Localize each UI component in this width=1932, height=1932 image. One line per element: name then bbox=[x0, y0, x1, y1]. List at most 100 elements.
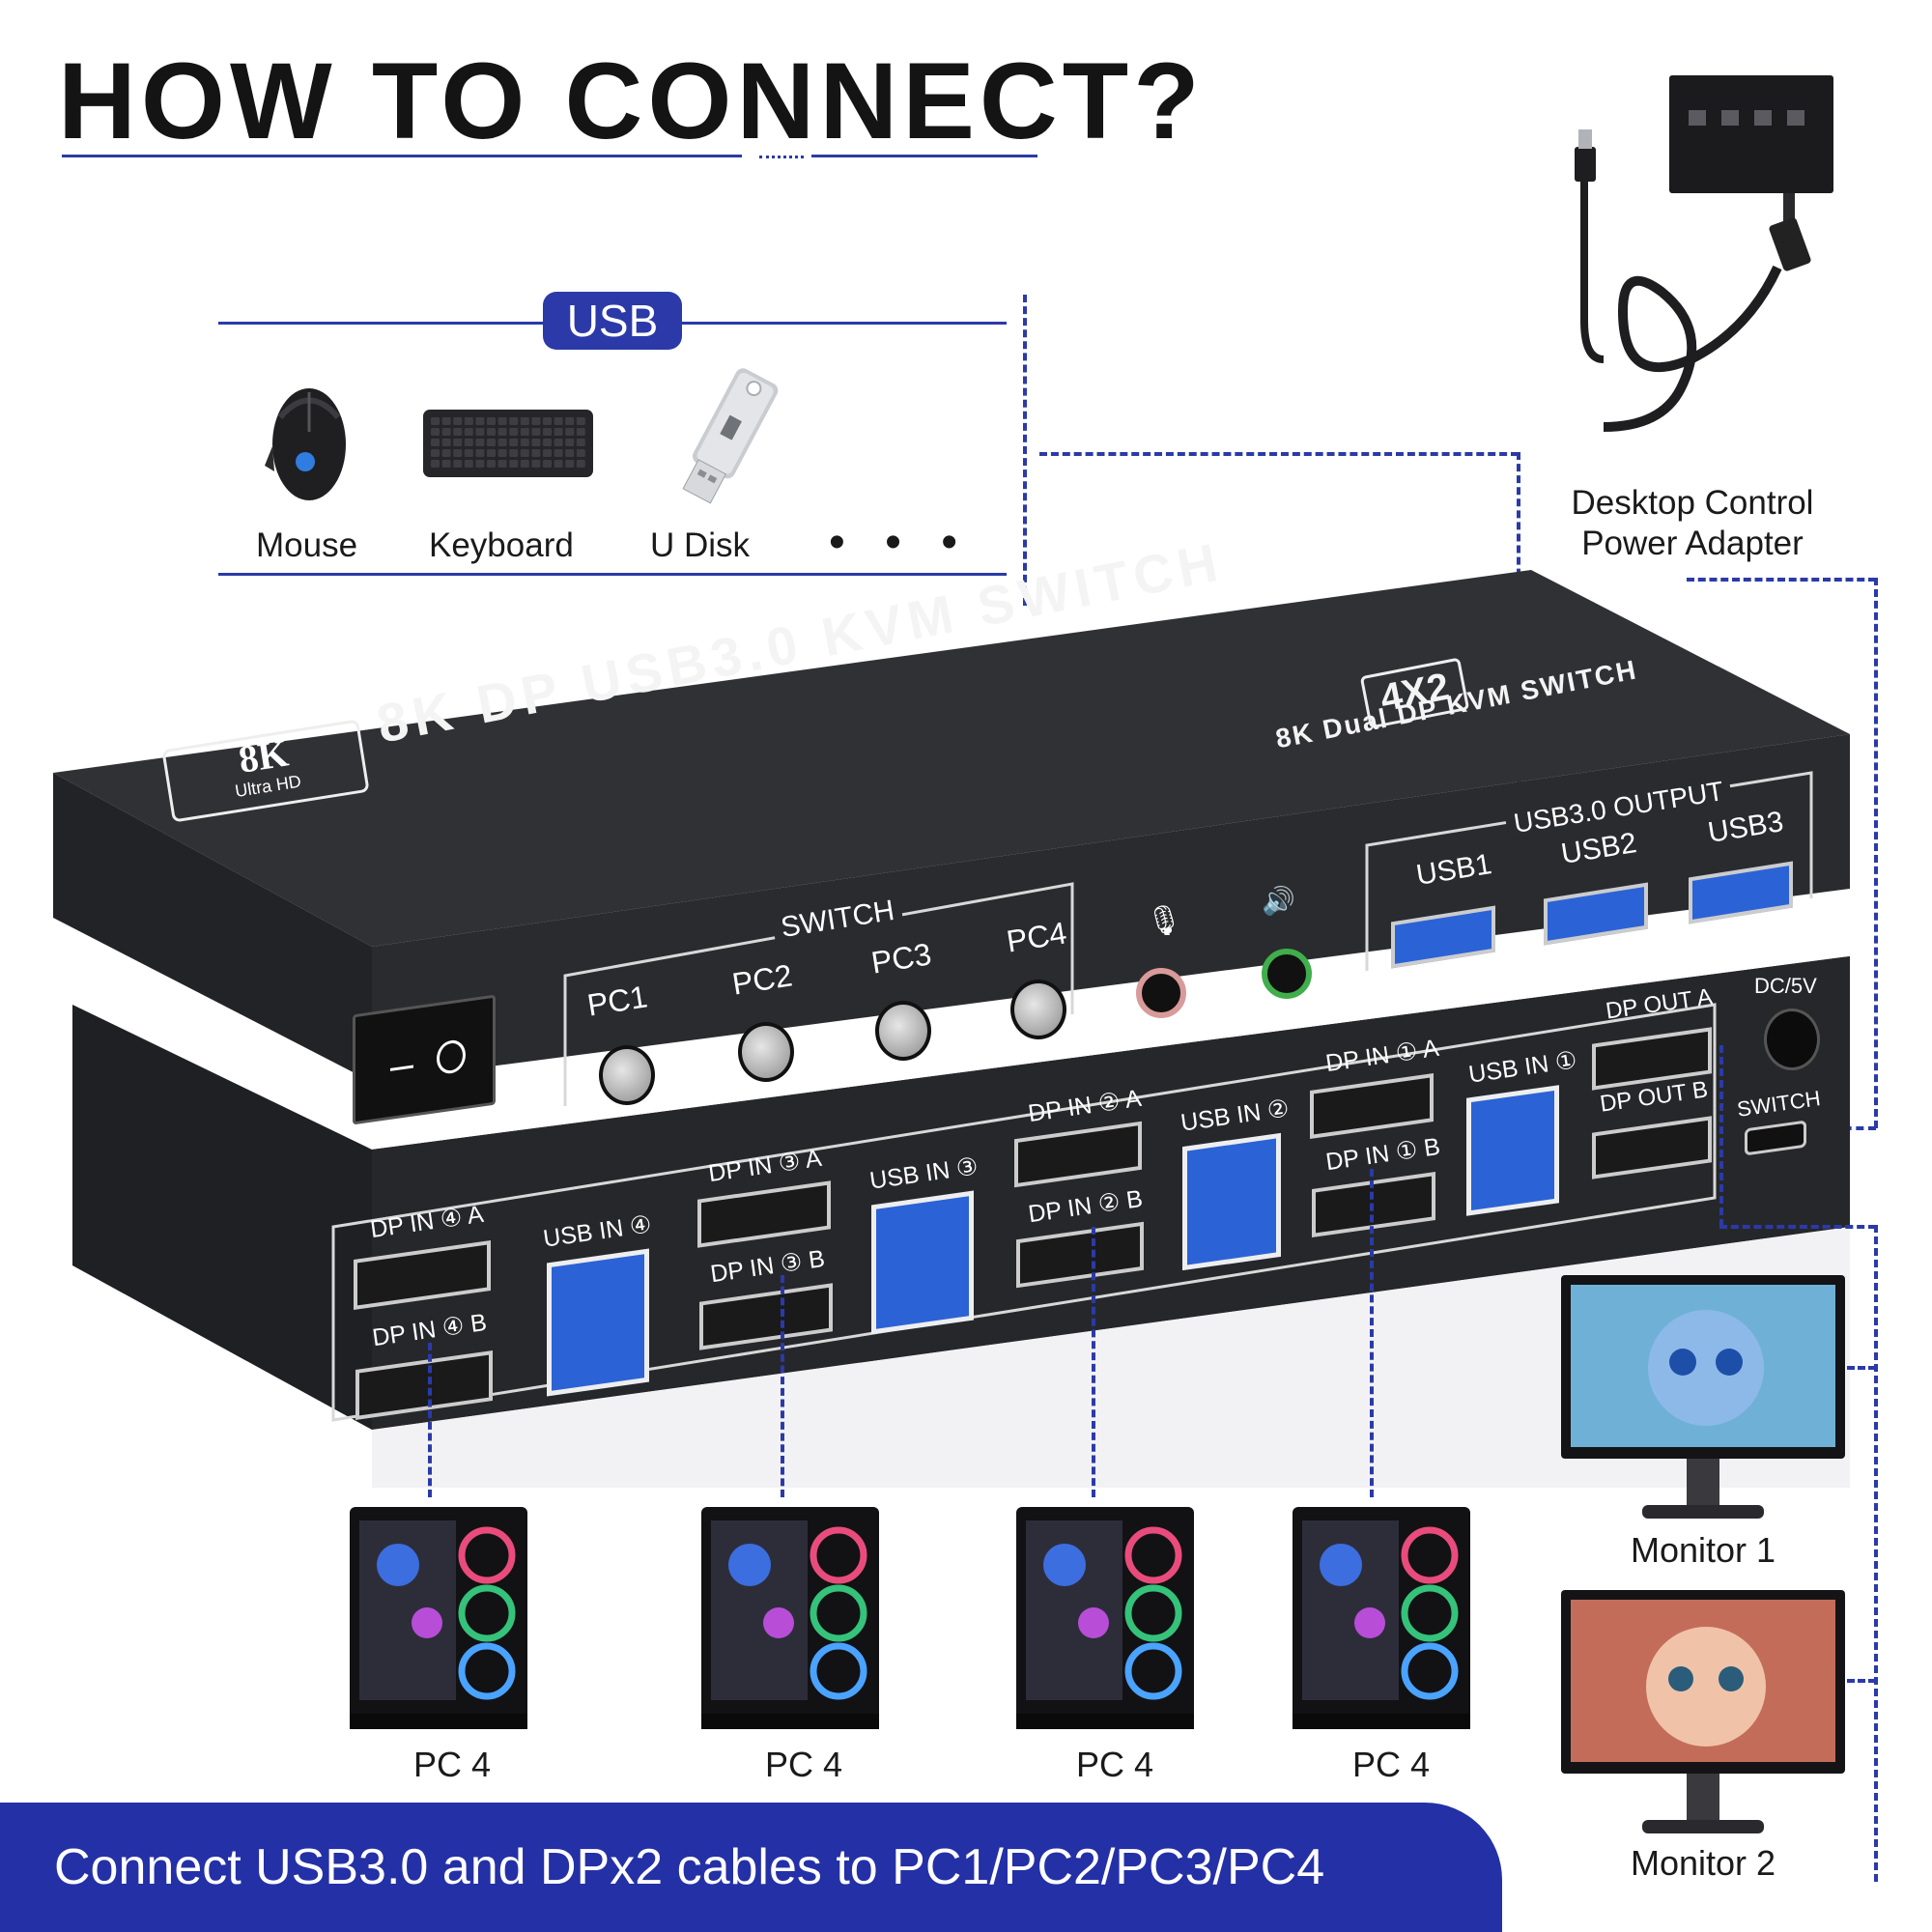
keyboard-key bbox=[475, 439, 485, 446]
keyboard-key bbox=[464, 417, 473, 425]
keyboard-key bbox=[565, 428, 575, 436]
pc-connector-2 bbox=[781, 1275, 784, 1497]
pc-connector-3 bbox=[1092, 1227, 1095, 1497]
keyboard-key bbox=[441, 417, 451, 425]
usb-connector-horizontal bbox=[1039, 452, 1519, 456]
keyboard-key bbox=[543, 449, 552, 457]
keyboard-key bbox=[543, 439, 552, 446]
keyboard-key bbox=[487, 449, 496, 457]
keyboard-key bbox=[565, 460, 575, 468]
pc-label: PC 4 bbox=[413, 1745, 492, 1784]
keyboard-key bbox=[509, 439, 519, 446]
keyboard-key bbox=[576, 460, 585, 468]
power-adapter-image bbox=[1575, 75, 1833, 432]
dpout-connector-v bbox=[1719, 1045, 1723, 1227]
keyboard-key bbox=[464, 460, 473, 468]
dc-port[interactable] bbox=[1764, 1009, 1820, 1070]
keyboard-key bbox=[576, 428, 585, 436]
keyboard-key bbox=[475, 417, 485, 425]
usb-bottom-line bbox=[218, 573, 1007, 576]
adapter-label: Desktop Control Power Adapter bbox=[1557, 483, 1828, 564]
keyboard-key bbox=[453, 460, 463, 468]
keyboard-key bbox=[487, 460, 496, 468]
adapter-label-line2: Power Adapter bbox=[1581, 525, 1804, 562]
group3-usb-port[interactable] bbox=[871, 1190, 974, 1335]
instruction-banner: Connect USB3.0 and DPx2 cables to PC1/PC… bbox=[0, 1803, 1502, 1932]
keyboard-key bbox=[453, 417, 463, 425]
keyboard-key bbox=[431, 439, 440, 446]
monitor-2-icon bbox=[1561, 1590, 1845, 1833]
keyboard-key bbox=[453, 439, 463, 446]
keyboard-key bbox=[431, 460, 440, 468]
keyboard-key bbox=[531, 428, 541, 436]
usb-connector-vertical bbox=[1023, 295, 1027, 606]
keyboard-key bbox=[554, 460, 563, 468]
dpout-connector-h bbox=[1719, 1225, 1876, 1229]
usb-drive-icon bbox=[682, 368, 779, 504]
dc-label: DC/5V bbox=[1754, 974, 1817, 998]
keyboard-key bbox=[441, 449, 451, 457]
keyboard-key bbox=[520, 439, 529, 446]
keyboard-key bbox=[441, 439, 451, 446]
keyboard-key bbox=[431, 417, 440, 425]
keyboard-key bbox=[576, 417, 585, 425]
adapter-connector-h bbox=[1687, 578, 1876, 582]
mouse-icon bbox=[265, 388, 346, 500]
keyboard-key bbox=[497, 449, 507, 457]
keyboard-key bbox=[497, 439, 507, 446]
keyboard-key bbox=[520, 460, 529, 468]
device-label-udisk: U Disk bbox=[650, 526, 751, 564]
keyboard-key bbox=[509, 449, 519, 457]
keyboard-key bbox=[509, 428, 519, 436]
keyboard-icon bbox=[423, 410, 593, 477]
pc-label: PC 4 bbox=[1352, 1745, 1431, 1784]
keyboard-key bbox=[464, 428, 473, 436]
keyboard-key bbox=[565, 439, 575, 446]
keyboard-key bbox=[554, 417, 563, 425]
adapter-label-line1: Desktop Control bbox=[1571, 484, 1814, 522]
pc-label: PC 4 bbox=[765, 1745, 843, 1784]
keyboard-key bbox=[453, 428, 463, 436]
keyboard-key bbox=[464, 439, 473, 446]
adapter-connector-v bbox=[1874, 578, 1878, 1128]
mic-icon: 🎙 bbox=[1146, 905, 1183, 937]
pc4-button[interactable] bbox=[1010, 980, 1066, 1039]
keyboard-key bbox=[520, 449, 529, 457]
keyboard-key bbox=[565, 417, 575, 425]
keyboard-key bbox=[475, 449, 485, 457]
monitor2-connector bbox=[1847, 1679, 1876, 1683]
group1-usb-port[interactable] bbox=[1466, 1085, 1559, 1216]
keyboard-key bbox=[554, 449, 563, 457]
keyboard-key bbox=[543, 417, 552, 425]
keyboard-key bbox=[576, 449, 585, 457]
group4-usb-port[interactable] bbox=[547, 1248, 649, 1397]
keyboard-key bbox=[509, 460, 519, 468]
mic-jack[interactable] bbox=[1136, 968, 1186, 1018]
keyboard-key bbox=[441, 460, 451, 468]
usb-badge: USB bbox=[543, 292, 682, 350]
keyboard-key bbox=[497, 428, 507, 436]
device-label-keyboard: Keyboard bbox=[429, 526, 574, 564]
group2-usb-port[interactable] bbox=[1182, 1132, 1281, 1271]
title-underline-dots bbox=[759, 156, 804, 161]
keyboard-key bbox=[487, 439, 496, 446]
keyboard-key bbox=[487, 417, 496, 425]
keyboard-key bbox=[543, 428, 552, 436]
keyboard-key bbox=[576, 439, 585, 446]
pc-connector-1 bbox=[428, 1343, 432, 1497]
pc2-button[interactable] bbox=[738, 1022, 794, 1082]
keyboard-key bbox=[431, 428, 440, 436]
keyboard-key bbox=[531, 417, 541, 425]
keyboard-key bbox=[487, 428, 496, 436]
keyboard-key bbox=[475, 460, 485, 468]
power-switch[interactable] bbox=[353, 994, 496, 1125]
pc1-button[interactable] bbox=[599, 1045, 655, 1105]
keyboard-key bbox=[531, 449, 541, 457]
audio-jack[interactable] bbox=[1262, 949, 1312, 999]
keyboard-key bbox=[531, 460, 541, 468]
keyboard-key bbox=[453, 449, 463, 457]
pc3-button[interactable] bbox=[875, 1001, 931, 1061]
keyboard-key bbox=[497, 460, 507, 468]
keyboard-key bbox=[543, 460, 552, 468]
pc-tower-icon bbox=[350, 1507, 527, 1729]
